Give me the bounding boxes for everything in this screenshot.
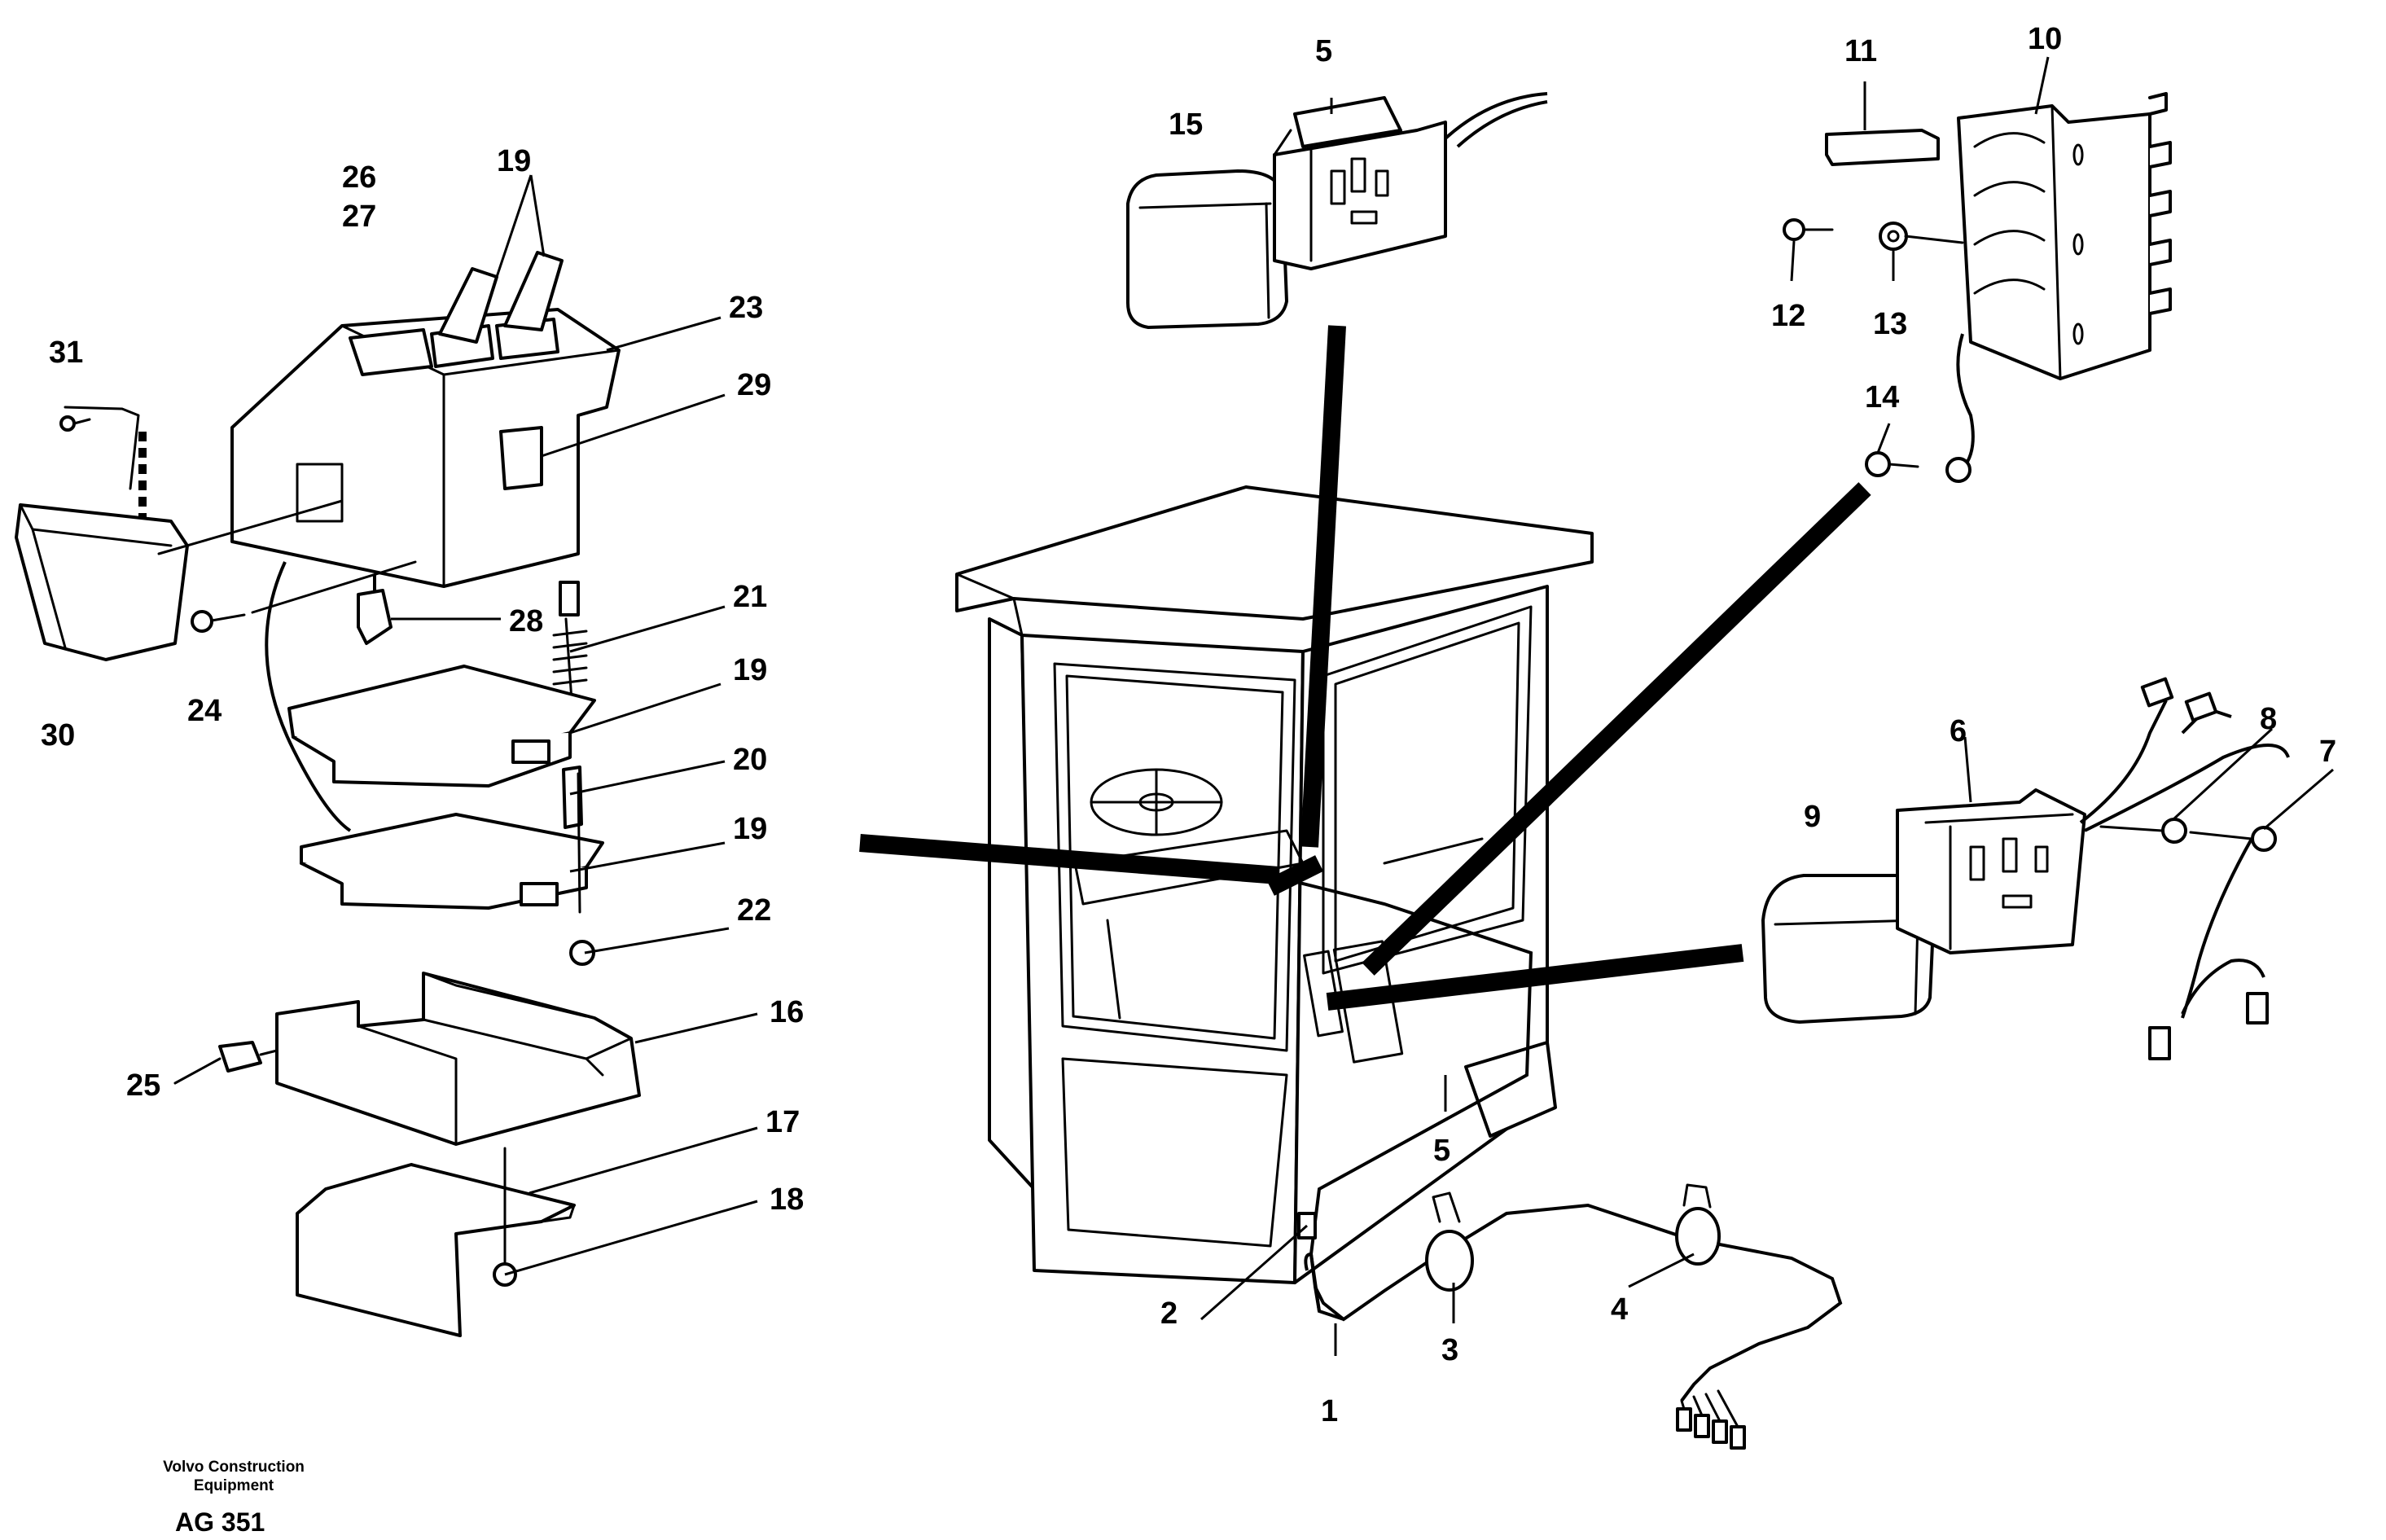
callout-10: 10 <box>2028 22 2062 56</box>
callout-4: 4 <box>1611 1292 1628 1327</box>
callout-14: 14 <box>1865 380 1899 415</box>
circuit-boards-drawing <box>287 665 604 966</box>
callout-31: 31 <box>49 336 83 370</box>
callout-13: 13 <box>1873 307 1907 341</box>
callout-2: 2 <box>1160 1296 1178 1331</box>
footer-brand-line1: Volvo Construction <box>163 1459 305 1476</box>
callout-labels: 1 2 3 4 5 5 6 7 8 9 10 11 12 13 14 15 16… <box>41 22 2336 1428</box>
callout-21: 21 <box>733 580 767 614</box>
footer-brand-line2: Equipment <box>194 1477 274 1494</box>
callout-9: 9 <box>1804 800 1821 834</box>
relay-socket-6-drawing <box>1896 677 2290 1060</box>
callout-6: 6 <box>1950 714 1967 748</box>
callout-5-socket: 5 <box>1315 34 1332 68</box>
callout-30: 30 <box>41 718 75 752</box>
callout-8: 8 <box>2260 702 2277 736</box>
relay-15-drawing <box>1126 169 1288 329</box>
callout-25: 25 <box>126 1068 160 1103</box>
callout-23: 23 <box>729 291 763 325</box>
small-hardware-drawing <box>191 560 588 832</box>
callout-20: 20 <box>733 743 767 777</box>
callout-16: 16 <box>770 995 804 1029</box>
footer: Volvo Construction Equipment AG 351 <box>163 1459 305 1537</box>
callout-18: 18 <box>770 1182 804 1217</box>
callout-27: 27 <box>342 200 376 234</box>
callout-28: 28 <box>509 604 543 638</box>
callout-5-harness: 5 <box>1433 1134 1450 1168</box>
leader-lines <box>391 56 2334 1356</box>
harness-drawing <box>1297 1183 1843 1450</box>
switch-box-drawing <box>59 251 621 588</box>
footer-illustration-code: AG 351 <box>175 1507 265 1537</box>
cab-drawing <box>955 485 1594 1321</box>
relay-socket-5-drawing <box>1273 92 1548 270</box>
callout-19-board-lower: 19 <box>733 812 767 846</box>
callout-24: 24 <box>187 694 221 728</box>
fuse-block-drawing <box>1783 92 2172 483</box>
pointer-lines <box>859 325 1871 1011</box>
callout-26: 26 <box>342 160 376 195</box>
callout-19-board-upper: 19 <box>733 653 767 687</box>
callout-15: 15 <box>1169 107 1203 142</box>
bracket-16-drawing <box>173 972 641 1337</box>
callout-3: 3 <box>1441 1333 1458 1367</box>
callout-7: 7 <box>2319 735 2336 769</box>
callout-12: 12 <box>1771 299 1805 333</box>
callout-22: 22 <box>737 893 771 928</box>
callout-29: 29 <box>737 368 771 402</box>
callout-1: 1 <box>1321 1394 1338 1428</box>
callout-11: 11 <box>1844 34 1877 68</box>
callout-19-switches: 19 <box>497 144 531 178</box>
cover-30-drawing <box>15 499 344 661</box>
callout-17: 17 <box>765 1105 800 1139</box>
